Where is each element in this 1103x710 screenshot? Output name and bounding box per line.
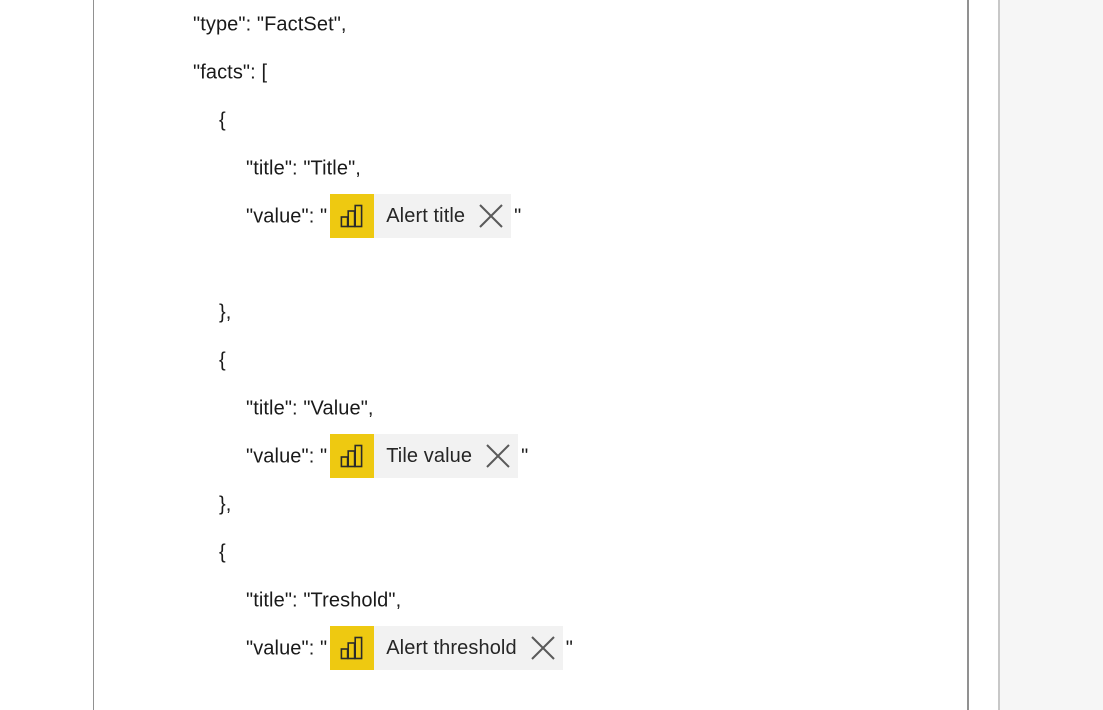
token-chip[interactable]: Tile value [330, 433, 519, 478]
code-line-text: { [219, 109, 226, 132]
code-line[interactable]: "title": "Treshold", [94, 576, 967, 624]
powerbi-bar-chart-icon [330, 193, 375, 238]
close-icon[interactable] [471, 194, 511, 238]
token-chip-label: Alert title [386, 204, 466, 227]
code-line-text: }, [219, 493, 232, 516]
code-line-prefix: "value": " [246, 637, 328, 660]
code-line[interactable]: "title": "Title", [94, 144, 967, 192]
powerbi-bar-chart-icon [330, 625, 375, 670]
code-line-prefix: "value": " [246, 205, 328, 228]
token-chip-label: Alert threshold [386, 636, 517, 659]
code-line-suffix: " [565, 637, 573, 660]
close-icon[interactable] [478, 434, 518, 478]
code-line[interactable]: "value": " Tile value " [94, 432, 967, 480]
right-side-panel [1000, 0, 1103, 710]
code-line-text: "facts": [ [193, 61, 268, 84]
left-divider-rule [93, 0, 94, 710]
code-line-suffix: " [514, 205, 522, 228]
code-line-text: "title": "Title", [246, 157, 361, 180]
code-line[interactable]: "type": "FactSet", [94, 0, 967, 48]
code-line-text: "title": "Treshold", [246, 589, 402, 612]
code-line[interactable]: { [94, 96, 967, 144]
code-line-text: }, [219, 301, 232, 324]
code-line-suffix: " [521, 445, 529, 468]
code-line-text: "type": "FactSet", [193, 13, 347, 36]
code-line-text: { [219, 349, 226, 372]
token-chip-label: Tile value [386, 444, 473, 467]
code-line-text: { [219, 541, 226, 564]
code-line[interactable]: }, [94, 288, 967, 336]
token-chip[interactable]: Alert title [330, 193, 512, 238]
code-line[interactable] [94, 240, 967, 288]
code-line[interactable]: { [94, 528, 967, 576]
code-line[interactable]: }, [94, 480, 967, 528]
powerbi-bar-chart-icon [330, 433, 375, 478]
code-line-text: "title": "Value", [246, 397, 374, 420]
code-editor-area[interactable]: "type": "FactSet", "facts": [ { "title": "T… [94, 0, 967, 710]
left-gutter [0, 0, 93, 710]
code-line[interactable]: "value": " Alert threshold " [94, 624, 967, 672]
code-line[interactable]: "value": " Alert title " [94, 192, 967, 240]
code-line-prefix: "value": " [246, 445, 328, 468]
code-line[interactable]: { [94, 336, 967, 384]
close-icon[interactable] [523, 626, 563, 670]
right-divider-rule [967, 0, 969, 710]
token-chip[interactable]: Alert threshold [330, 625, 563, 670]
right-panel-edge-rule [998, 0, 1000, 710]
code-line[interactable]: "title": "Value", [94, 384, 967, 432]
code-line[interactable]: "facts": [ [94, 48, 967, 96]
